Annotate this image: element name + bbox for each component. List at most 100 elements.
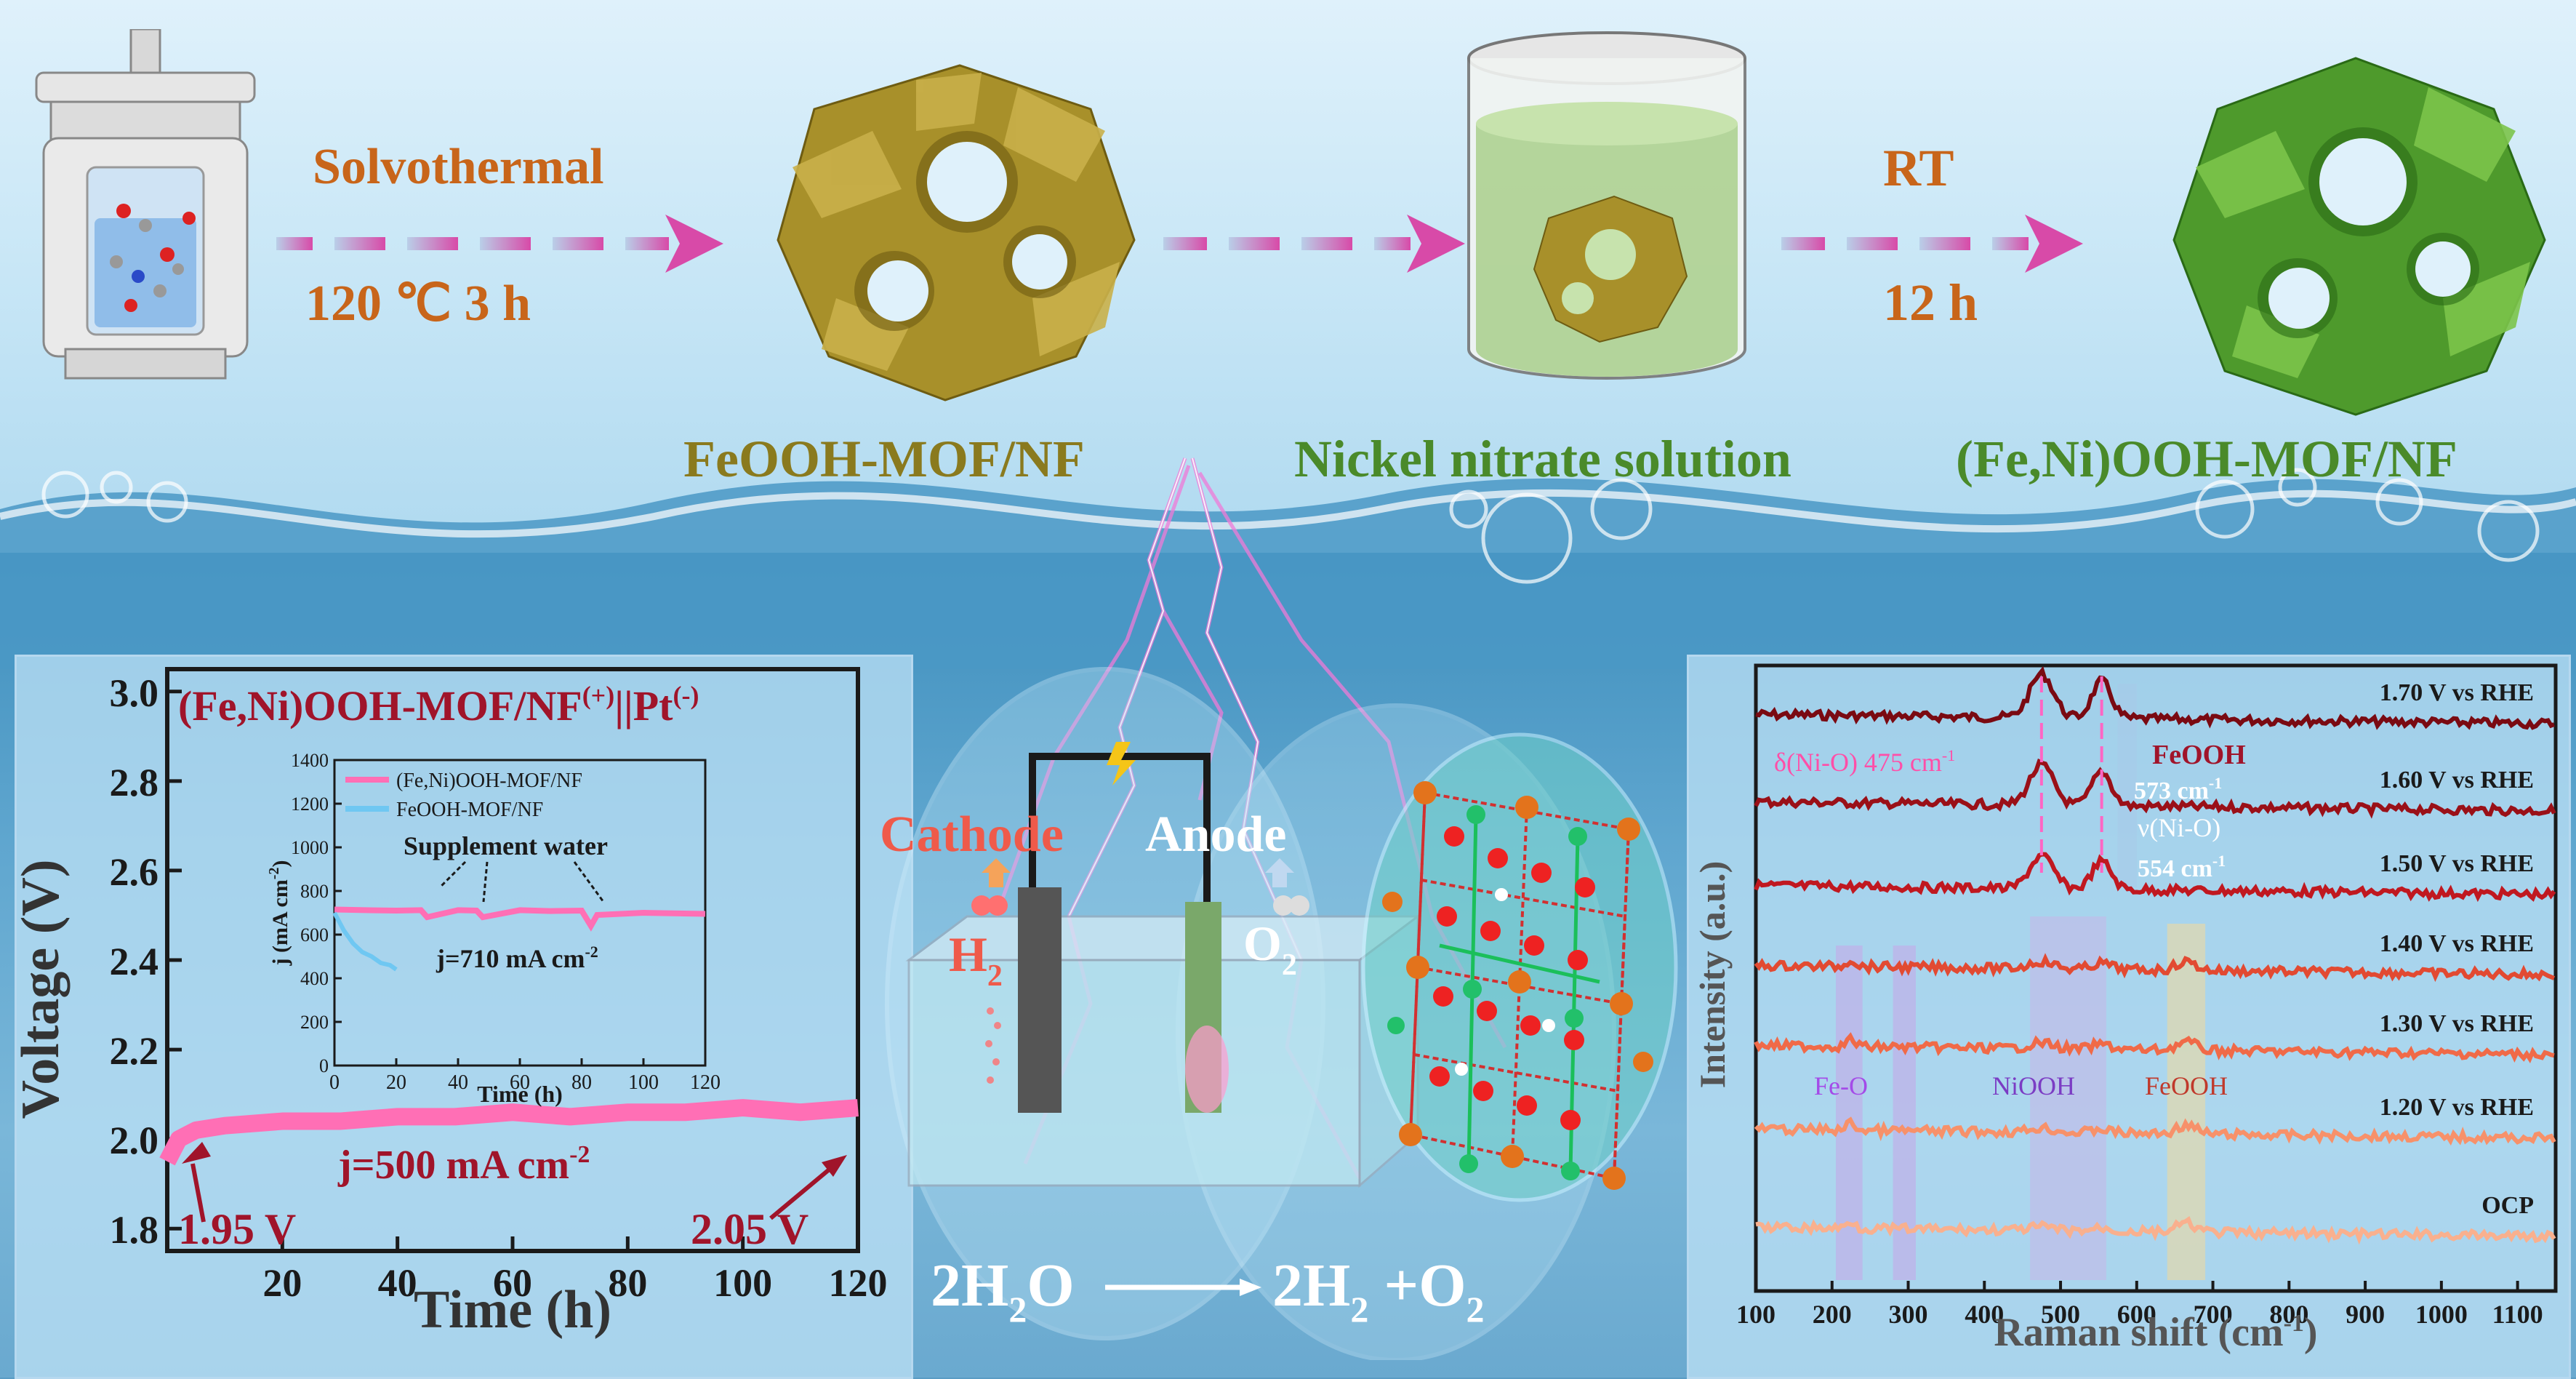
inset-ytick-label: 1200 bbox=[291, 794, 329, 815]
raman-series-line bbox=[1755, 665, 2555, 730]
raman-series-line bbox=[1755, 1216, 2556, 1245]
voltage-xtick-label: 40 bbox=[378, 1261, 417, 1305]
band-niooh-label: NiOOH bbox=[1992, 1071, 2075, 1100]
inset-xtick-label: 20 bbox=[386, 1071, 406, 1094]
arrow-to-solution bbox=[1163, 215, 1465, 273]
feooh-top-label: FeOOH bbox=[2152, 740, 2246, 770]
band-niooh bbox=[2030, 916, 2106, 1280]
equation-products: 2H2 +O2 bbox=[1272, 1252, 1485, 1330]
voltage-ytick-label: 2.4 bbox=[110, 940, 159, 983]
feooh-mof-label: FeOOH-MOF/NF bbox=[683, 430, 1085, 488]
h2-molecule-icon bbox=[971, 895, 1008, 916]
feni-mof-structure-icon bbox=[2172, 57, 2546, 416]
lightning-bolt-icon bbox=[1107, 742, 1136, 786]
inset-xlabel: Time (h) bbox=[477, 1081, 563, 1107]
arrow-rt bbox=[1781, 215, 2083, 273]
end-arrow-line bbox=[769, 1162, 838, 1220]
anode-label: Anode bbox=[1145, 807, 1286, 863]
h2-label: H2 bbox=[949, 927, 1003, 993]
solvothermal-label: Solvothermal bbox=[313, 139, 604, 195]
raman-xtick-label: 900 bbox=[2346, 1300, 2385, 1329]
feni-mof-label: (Fe,Ni)OOH-MOF/NF bbox=[1956, 430, 2457, 488]
electrolyzer-diagram: Cathode Anode H2 O2 2H2O 2H2 +O2 bbox=[880, 667, 1616, 1360]
inset-ytick-label: 200 bbox=[300, 1012, 329, 1033]
raman-xtick-label: 1100 bbox=[2492, 1300, 2543, 1329]
supplement-water-arrows bbox=[438, 860, 605, 903]
raman-series-line bbox=[1754, 758, 2556, 819]
autoclave-icon bbox=[35, 29, 256, 380]
inset-ytick-label: 1000 bbox=[291, 837, 329, 858]
water-surface bbox=[0, 468, 2576, 669]
voltage-ytick-label: 2.2 bbox=[110, 1029, 159, 1073]
crystal-structure-icon bbox=[1361, 732, 1678, 1202]
inset-ytick-label: 600 bbox=[300, 924, 329, 946]
h2-up-arrow bbox=[982, 858, 1011, 887]
end-arrow-head bbox=[822, 1155, 847, 1177]
raman-series-line bbox=[1754, 1032, 2555, 1063]
feooh-mof-structure-icon bbox=[777, 64, 1136, 401]
start-arrow-line bbox=[190, 1163, 206, 1223]
inset-series-feooh bbox=[332, 911, 398, 972]
o2-label: O2 bbox=[1243, 916, 1297, 982]
inset-current-label: j=710 mA cm-2 bbox=[436, 943, 598, 973]
o2-up-arrow bbox=[1265, 858, 1294, 887]
inset-ytick-label: 1400 bbox=[291, 750, 329, 771]
raman-series-label: 1.50 V vs RHE bbox=[2380, 850, 2534, 877]
raman-series-label: 1.20 V vs RHE bbox=[2380, 1094, 2534, 1121]
raman-xtick-label: 800 bbox=[2269, 1300, 2308, 1329]
raman-series-label: OCP bbox=[2481, 1192, 2534, 1219]
raman-xtick-label: 300 bbox=[1889, 1300, 1928, 1329]
supplement-water-label: Supplement water bbox=[404, 831, 608, 860]
start-voltage-label: 1.95 V bbox=[178, 1205, 296, 1253]
inset-xtick-label: 60 bbox=[510, 1071, 530, 1094]
voltage-ytick-label: 2.6 bbox=[110, 850, 159, 894]
raman-xtick-label: 200 bbox=[1813, 1300, 1852, 1329]
voltage-ytick-label: 3.0 bbox=[110, 671, 159, 715]
inset-xtick-label: 80 bbox=[571, 1071, 592, 1094]
raman-xtick-label: 700 bbox=[2194, 1300, 2233, 1329]
start-arrow-head bbox=[182, 1142, 211, 1164]
legend-feooh-label: FeOOH-MOF/NF bbox=[396, 799, 543, 821]
anode-glow bbox=[1185, 1026, 1229, 1113]
left-panel-bg bbox=[15, 655, 913, 1379]
voltage-ylabel: Voltage (V) bbox=[15, 860, 71, 1119]
raman-xtick-label: 100 bbox=[1736, 1300, 1775, 1329]
inset-ytick-label: 400 bbox=[300, 968, 329, 989]
o2-molecule-icon bbox=[1273, 895, 1309, 916]
band-feooh-label: FeOOH bbox=[2145, 1071, 2228, 1100]
voltage-series-line bbox=[159, 1099, 859, 1166]
voltage-xtick-label: 80 bbox=[608, 1261, 647, 1305]
h2-bubbles bbox=[985, 1007, 1001, 1084]
beaker-icon bbox=[1467, 31, 1746, 380]
raman-series-line bbox=[1754, 953, 2556, 983]
solvothermal-condition: 120 ℃ 3 h bbox=[305, 276, 531, 332]
raman-xtick-label: 500 bbox=[2041, 1300, 2080, 1329]
equation-reactant: 2H2O bbox=[931, 1252, 1075, 1330]
inset-ytick-label: 800 bbox=[300, 881, 329, 902]
peak-573-label: 573 cm-1 bbox=[2134, 774, 2222, 804]
raman-xtick-label: 600 bbox=[2117, 1300, 2156, 1329]
raman-series-label: 1.40 V vs RHE bbox=[2380, 930, 2534, 957]
inset-ylabel: j (mA cm-2) bbox=[266, 860, 292, 967]
inset-xtick-label: 0 bbox=[329, 1071, 340, 1094]
inset-xtick-label: 120 bbox=[690, 1071, 721, 1094]
raman-series-label: 1.30 V vs RHE bbox=[2380, 1010, 2534, 1037]
voltage-xtick-label: 120 bbox=[829, 1261, 888, 1305]
voltage-xtick-label: 20 bbox=[262, 1261, 302, 1305]
raman-xtick-label: 400 bbox=[1965, 1300, 2004, 1329]
voltage-chart-title: (Fe,Ni)OOH-MOF/NF(+)||Pt(-) bbox=[178, 681, 699, 730]
arrow-solvothermal bbox=[276, 215, 723, 273]
legend-feni-label: (Fe,Ni)OOH-MOF/NF bbox=[396, 770, 582, 792]
nickel-nitrate-label: Nickel nitrate solution bbox=[1294, 430, 1791, 488]
raman-chart-frame bbox=[1754, 663, 2558, 1293]
inset-series-feni bbox=[334, 906, 706, 932]
raman-xlabel: Raman shift (cm-1) bbox=[1994, 1310, 2317, 1355]
raman-xtick-label: 1000 bbox=[2415, 1300, 2468, 1329]
rt-condition: 12 h bbox=[1883, 273, 1978, 332]
raman-series-line bbox=[1754, 1116, 2556, 1146]
raman-series-label: 1.70 V vs RHE bbox=[2380, 679, 2534, 706]
voltage-xlabel: Time (h) bbox=[414, 1280, 611, 1340]
